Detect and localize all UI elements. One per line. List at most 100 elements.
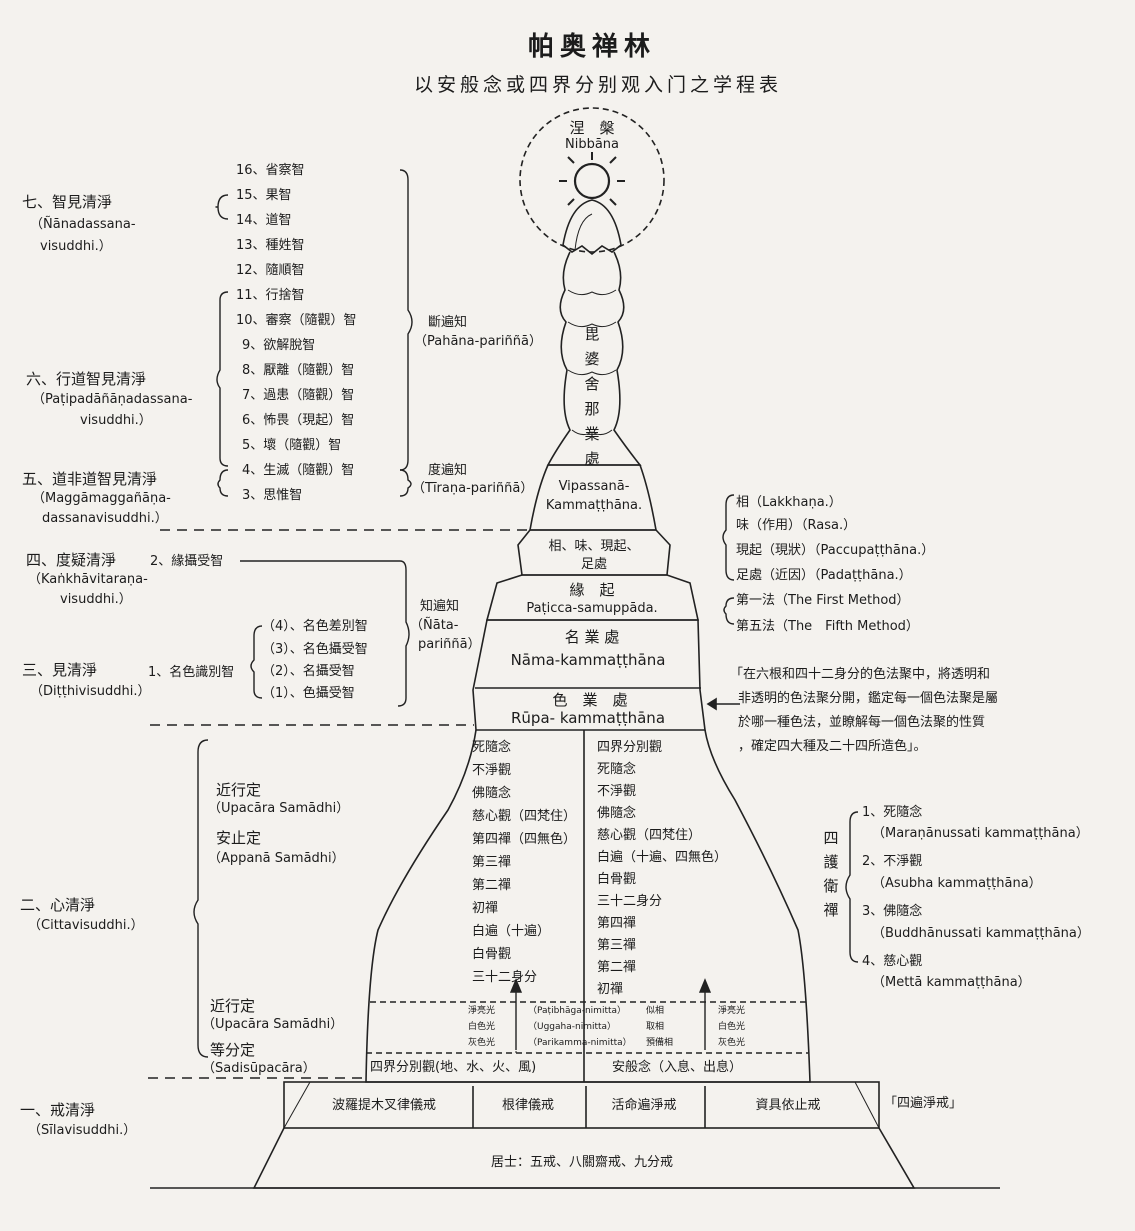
knowledge-item: 14、道智 [236,213,292,228]
rupa-cn: 色 業 處 [552,691,628,709]
precepts-platform [283,1081,880,1129]
lakkhana-item: 相（Lakkhaṇa.） [736,495,842,510]
nimitta-light: 白色光 [468,1022,496,1032]
lakkhana-item: 現起（現狀）（Paccupaṭṭhāna.） [736,543,935,558]
protective-cn: 4、慈心觀 [862,954,923,969]
rupa-note-line: 非透明的色法聚分開，鑑定每一個色法聚是屬 [738,691,999,706]
list-item: 白遍（十遍） [472,924,551,939]
pahana-cn: 斷遍知 [428,315,468,330]
stage-1-pali-1: （Sīlavisuddhi.） [28,1123,137,1138]
sun-rays-icon [559,152,625,206]
knowledge-item: 9、欲解脫智 [242,338,316,353]
rupa-note-line: 於哪一種色法，並瞭解每一個色法聚的性質 [738,715,986,730]
protective-cn: 2、不淨觀 [862,854,923,869]
base-four-elements: 四界分別觀(地、水、火、風) [370,1060,537,1075]
lakkhana-item: 足處（近因）（Padaṭṭhāna.） [736,568,912,583]
stage-4-pali-1: （Kaṅkhāvitaraṇa- [28,572,148,587]
stage-7-pali-2: visuddhi.） [40,239,112,254]
list-item: 第三禪 [472,855,512,870]
rupa-pali: Rūpa- kammaṭṭhāna [510,709,666,727]
spire-top [562,199,622,256]
knowledge-item: 16、省察智 [236,163,305,178]
stage-dividers [148,529,527,1079]
sub-knowledge: （4）、名色差別智 [262,619,368,634]
dependent-cn: 緣 起 [569,581,615,599]
protective-title: 四護衛禪 [823,829,839,919]
sadisu-pali: （Sadisūpacāra） [202,1061,316,1076]
stage-2-pali-1: （Cittavisuddhi.） [28,918,144,933]
nibbana-label-pali: Nibbāna [564,137,620,152]
knowledge-item: 11、行捨智 [236,288,305,303]
nama-pali: Nāma-kammaṭṭhāna [510,651,666,669]
tirana-pali: （Tīraṇa-pariññā） [412,481,534,496]
list-item: 三十二身分 [597,894,663,909]
appana-cn: 安止定 [216,829,262,847]
nimitta-pali: （Paṭibhāga-nimitta） [528,1006,627,1016]
sub-knowledge: （1）、色攝受智 [262,686,355,701]
sub-knowledge: （3）、名色攝受智 [262,642,368,657]
four-pure-precepts: 「四遍淨戒」 [884,1096,963,1111]
knowledge-item: 5、壞（隨觀）智 [242,438,342,453]
protective-cn: 3、佛隨念 [862,904,923,919]
nimitta-light: 白色光 [718,1022,746,1032]
pahana-pali: （Pahāna-pariññā） [414,334,542,349]
stage-4-cn: 四、度疑清淨 [26,551,117,569]
stage-1-cn: 一、戒清淨 [20,1101,96,1119]
nibbana-halo [519,107,665,253]
list-item: 三十二身分 [472,970,538,985]
lakkhana-item: 味（作用）（Rasa.） [736,518,857,533]
method-item: 第五法（The Fifth Method） [736,619,919,634]
knowledge-item: 8、厭離（隨觀）智 [242,363,355,378]
brackets [193,169,859,1058]
stage-5-pali-1: （Maggāmaggañāṇa- [32,491,171,506]
list-item: 初禪 [472,901,499,916]
nimitta-light: 灰色光 [718,1038,746,1048]
method-item: 第一法（The First Method） [736,593,910,608]
nata-pali-2: pariññā） [418,637,481,652]
stage-3-cn: 三、見清淨 [22,661,98,679]
stage-5-pali-2: dassanavisuddhi.） [42,511,168,526]
list-item: 第二禪 [597,960,637,975]
page-title: 帕奥禅林 [527,32,657,62]
stage-6-cn: 六、行道智見清淨 [26,370,147,388]
list-item: 慈心觀（四梵住） [472,809,577,824]
list-item: 不淨觀 [597,784,637,799]
nimitta-light: 淨亮光 [718,1006,746,1016]
stage-5-cn: 五、道非道智見清淨 [22,470,158,488]
upacara-bottom-cn: 近行定 [210,997,256,1015]
list-item: 佛隨念 [597,806,637,821]
nimitta-light: 灰色光 [468,1038,496,1048]
knowledge-item: 7、過患（隨觀）智 [242,388,355,403]
list-item: 不淨觀 [472,763,512,778]
knowledge-item: 12、隨順智 [236,263,305,278]
nimitta-pali: （Parikamma-nimitta） [528,1038,632,1048]
list-item: 白遍（十遍、四無色） [597,850,728,865]
knowledge-item: 4、生滅（隨觀）智 [242,463,355,478]
nimitta-cn: 取相 [646,1022,665,1032]
precept-ajiva: 活命遍淨戒 [611,1098,677,1113]
list-item: 初禪 [597,982,624,997]
protective-pali: （Mettā kammaṭṭhāna） [872,975,1031,990]
upacara-top-cn: 近行定 [216,781,262,799]
list-item: 白骨觀 [597,872,637,887]
protective-cn: 1、死隨念 [862,805,923,820]
list-item: 第四禪（四無色） [472,832,577,847]
base-anapana: 安般念（入息、出息） [612,1060,743,1075]
appana-pali: （Appanā Samādhi） [208,851,345,866]
protective-pali: （Asubha kammaṭṭhāna） [872,876,1042,891]
list-item: 佛隨念 [472,786,512,801]
nibbana-label-cn: 涅 槃 [569,119,615,137]
precept-indriya: 根律儀戒 [501,1098,555,1113]
layman-precepts: 居士：五戒、八關齋戒、九分戒 [490,1155,674,1170]
nata-pali-1: （Ñāta- [410,618,459,633]
list-item: 死隨念 [472,740,512,755]
list-item: 慈心觀（四梵住） [597,828,702,843]
knowledge-item: 10、審察（隨觀）智 [236,313,357,328]
rupa-note-line: 「在六根和四十二身分的色法聚中，將透明和 [730,667,991,682]
precept-paccaya: 資具依止戒 [755,1098,821,1113]
sun-icon [573,162,611,200]
knowledge-item: 6、怖畏（現起）智 [242,413,355,428]
list-item: 第三禪 [597,938,637,953]
